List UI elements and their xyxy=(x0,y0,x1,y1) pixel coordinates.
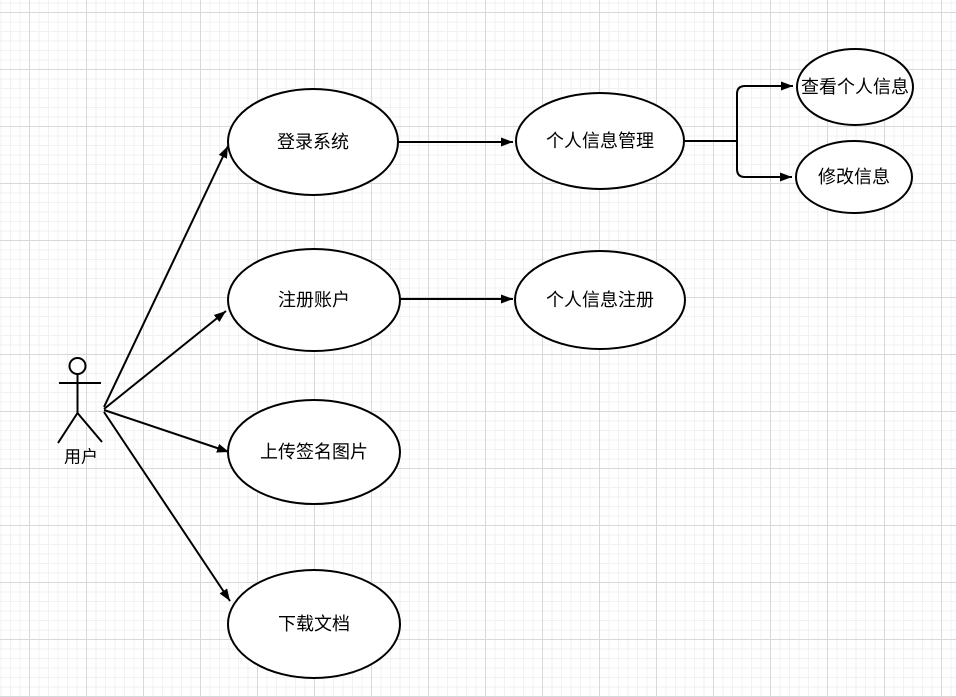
usecase-upload-signature-image-label: 上传签名图片 xyxy=(260,442,368,462)
usecase-view-personal-info[interactable]: 查看个人信息 xyxy=(796,48,914,126)
usecase-personal-info-register[interactable]: 个人信息注册 xyxy=(514,250,686,350)
usecase-personal-info-register-label: 个人信息注册 xyxy=(546,290,654,310)
usecase-personal-info-management-label: 个人信息管理 xyxy=(546,131,654,151)
edge-info-management-to-modify-info[interactable] xyxy=(736,141,792,182)
actor-left-leg xyxy=(57,412,79,444)
actor-right-leg xyxy=(76,412,103,443)
usecase-modify-info-label: 修改信息 xyxy=(818,167,890,187)
usecase-login-system-label: 登录系统 xyxy=(277,132,349,152)
usecase-download-document[interactable]: 下载文档 xyxy=(227,569,401,679)
usecase-register-account[interactable]: 注册账户 xyxy=(227,248,401,352)
actor-label: 用户 xyxy=(64,448,98,467)
usecase-login-system[interactable]: 登录系统 xyxy=(227,88,399,196)
edge-user-to-upload-signature[interactable] xyxy=(103,409,230,453)
edge-user-to-register-account[interactable] xyxy=(103,310,227,410)
edge-user-to-download-document[interactable] xyxy=(103,411,231,602)
usecase-personal-info-management[interactable]: 个人信息管理 xyxy=(515,92,685,190)
usecase-view-personal-info-label: 查看个人信息 xyxy=(801,77,909,97)
actor-head xyxy=(68,357,87,375)
usecase-register-account-label: 注册账户 xyxy=(278,290,350,310)
actor-user[interactable]: 用户 xyxy=(57,357,103,467)
usecase-download-document-label: 下载文档 xyxy=(278,614,350,634)
usecase-modify-info[interactable]: 修改信息 xyxy=(795,140,913,214)
edge-user-to-login-system[interactable] xyxy=(103,145,229,408)
edge-info-management-to-view-info[interactable] xyxy=(736,81,793,141)
usecase-upload-signature-image[interactable]: 上传签名图片 xyxy=(227,399,401,505)
